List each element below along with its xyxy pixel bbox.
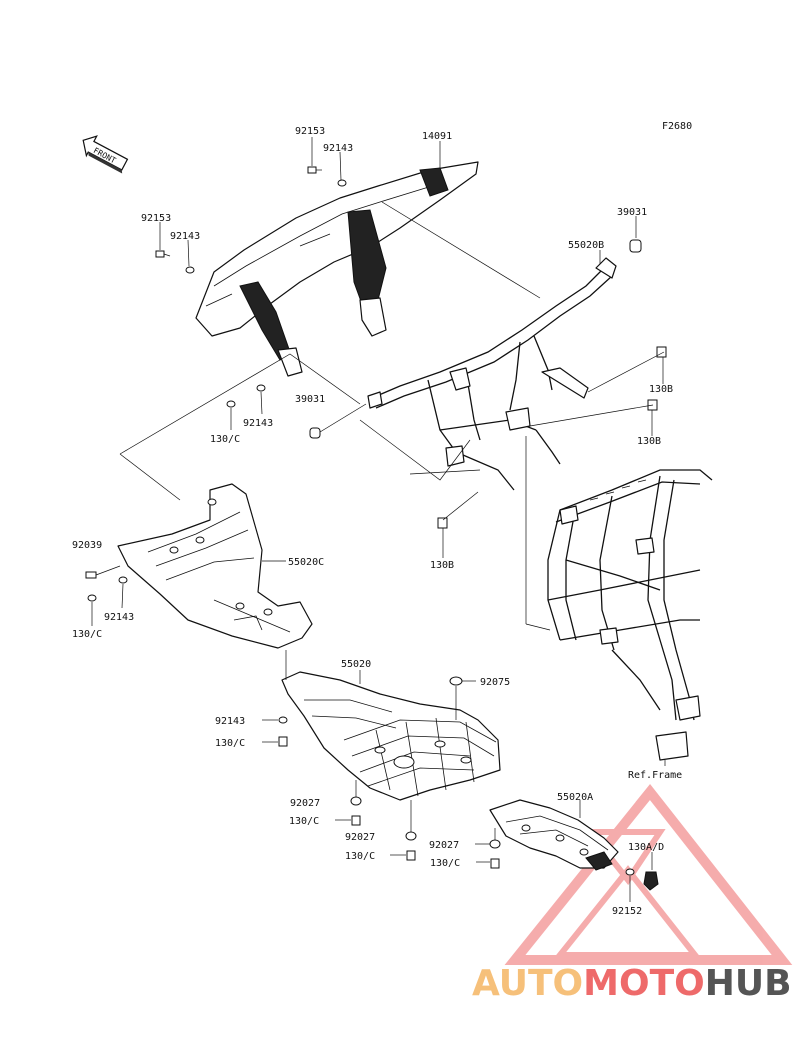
- label-130B-c: 130B: [430, 560, 454, 571]
- bolt-130C-d-icon: [351, 815, 361, 826]
- part-labels: 14091 92153 92143 92153 92143 39031 5502…: [72, 126, 682, 917]
- bolt-130C-a-icon: [226, 400, 236, 408]
- bolt-130AD-icon: [643, 871, 659, 891]
- bolt-92153-a-icon: [307, 166, 322, 174]
- washer-92027-c-icon: [489, 839, 501, 849]
- label-39031-a: 39031: [617, 207, 647, 218]
- watermark-part2: MOTO: [583, 963, 705, 1004]
- side-guard-55020C: [117, 483, 313, 649]
- watermark-part3: HUB: [705, 963, 792, 1004]
- label-130B-b: 130B: [637, 436, 661, 447]
- front-arrow-icon: FRONT: [82, 135, 129, 174]
- skid-plate-55020: [281, 671, 501, 801]
- washer-92143-e-icon: [278, 716, 288, 724]
- washer-92143-a-icon: [337, 179, 347, 187]
- label-92027-b: 92027: [345, 832, 375, 843]
- label-92143-e: 92143: [215, 716, 245, 727]
- label-92143-a: 92143: [323, 143, 353, 154]
- tube-frame-55020B: [367, 257, 617, 491]
- bolt-92153-b-icon: [155, 250, 171, 258]
- label-130C-c: 130/C: [215, 738, 245, 749]
- washer-92143-d-icon: [118, 576, 128, 584]
- bolt-130B-a-icon: [656, 346, 667, 358]
- watermark-part1: AUTO: [472, 963, 583, 1004]
- bolt-130C-b-icon: [87, 594, 97, 602]
- cap-39031-b-icon: [309, 427, 321, 439]
- bolt-130C-c-icon: [278, 736, 288, 747]
- label-130C-b: 130/C: [72, 629, 102, 640]
- washer-92027-b-icon: [405, 831, 417, 841]
- bolt-130C-e-icon: [406, 850, 416, 861]
- label-92027-a: 92027: [290, 798, 320, 809]
- washer-92027-a-icon: [350, 796, 362, 806]
- label-92153-a: 92153: [295, 126, 325, 137]
- leader-lines: [91, 137, 666, 902]
- label-55020C: 55020C: [288, 557, 324, 568]
- bolt-130C-f-icon: [490, 858, 500, 869]
- label-92075: 92075: [480, 677, 510, 688]
- label-130C-e: 130/C: [345, 851, 375, 862]
- label-92143-d: 92143: [104, 612, 134, 623]
- label-130C-a: 130/C: [210, 434, 240, 445]
- label-39031-b: 39031: [295, 394, 325, 405]
- bolt-130B-c-icon: [437, 517, 448, 529]
- label-92143-c: 92143: [243, 418, 273, 429]
- pin-92039-icon: [85, 571, 97, 579]
- label-55020A: 55020A: [557, 792, 593, 803]
- frame-reference: [547, 469, 713, 761]
- cap-39031-a-icon: [629, 239, 642, 253]
- label-55020B: 55020B: [568, 240, 604, 251]
- label-92039: 92039: [72, 540, 102, 551]
- label-92027-c: 92027: [429, 840, 459, 851]
- guard-55020A: [489, 799, 619, 871]
- label-14091: 14091: [422, 131, 452, 142]
- label-130AD: 130A/D: [628, 842, 664, 853]
- washer-92075-icon: [449, 676, 463, 686]
- diagram-code: F2680: [662, 121, 692, 132]
- washer-92152-icon: [625, 868, 635, 876]
- front-cover-14091: [195, 161, 479, 377]
- label-92153-b: 92153: [141, 213, 171, 224]
- label-130C-d: 130/C: [289, 816, 319, 827]
- label-130C-f: 130/C: [430, 858, 460, 869]
- watermark-text: AUTOMOTOHUB: [472, 963, 792, 1004]
- ref-frame-label: Ref.Frame: [628, 770, 682, 781]
- washer-92143-c-icon: [256, 384, 266, 392]
- label-92143-b: 92143: [170, 231, 200, 242]
- label-92152: 92152: [612, 906, 642, 917]
- washer-92143-b-icon: [185, 266, 195, 274]
- label-130B-a: 130B: [649, 384, 673, 395]
- label-55020: 55020: [341, 659, 371, 670]
